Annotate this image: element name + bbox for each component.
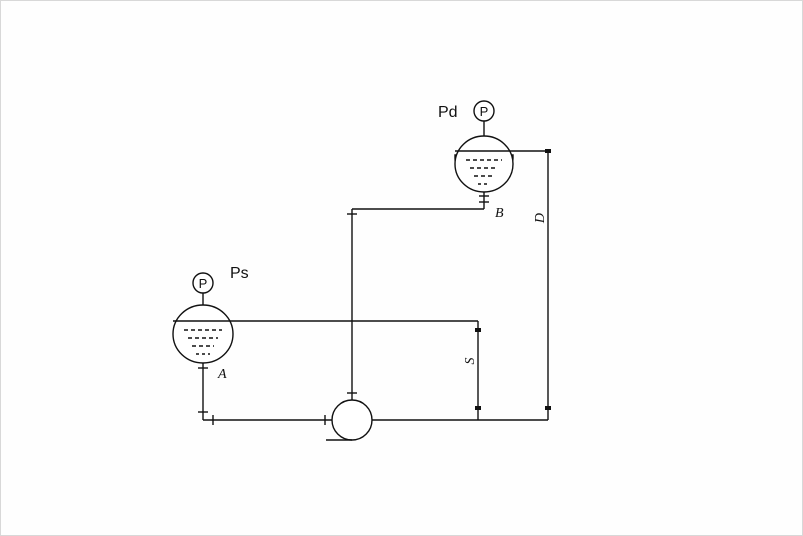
suction-gauge-symbol: P: [199, 276, 208, 291]
point-b-label: B: [495, 206, 504, 221]
discharge-pressure-label: Pd: [438, 104, 458, 121]
discharge-gauge-symbol: P: [480, 104, 489, 119]
suction-pipe: [198, 363, 333, 425]
discharge-tank: [454, 135, 548, 193]
discharge-pressure-gauge: [473, 100, 495, 136]
discharge-head-label: D: [533, 213, 548, 224]
suction-head-dimension: [475, 321, 481, 420]
suction-head-label: S: [463, 358, 478, 365]
discharge-head-dimension: [545, 149, 551, 420]
discharge-pipe: [347, 192, 489, 400]
suction-pressure-gauge: [192, 272, 214, 305]
centrifugal-pump: [326, 399, 548, 441]
suction-pressure-label: Ps: [230, 265, 249, 282]
suction-tank: [172, 304, 478, 364]
point-a-label: A: [217, 367, 227, 382]
